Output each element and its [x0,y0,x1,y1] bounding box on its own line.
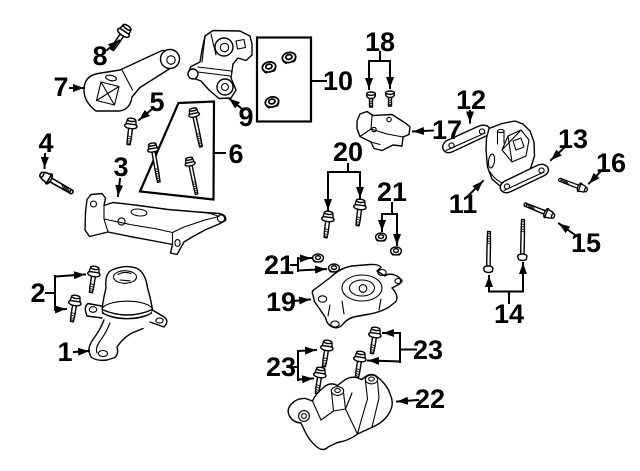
leader-15 [557,222,577,237]
callout-23b[interactable]: 23 [266,352,296,382]
part-13-lower-plate [499,163,550,194]
part-14-stud-2 [516,218,529,262]
leader-21b-bracket [290,257,299,272]
leader-23b-bracket [289,350,299,381]
part-23-bolt-3 [365,325,383,356]
callout-20[interactable]: 20 [333,137,363,167]
part-16-bolt [556,174,590,196]
callout-14[interactable]: 14 [494,299,524,329]
leader-9 [227,97,243,110]
callout-11[interactable]: 11 [449,189,478,219]
leader-14-bracket [488,290,524,304]
callout-9[interactable]: 9 [238,102,253,132]
part-23-bolt-4 [350,349,368,380]
part-20-bolt-pair [318,197,368,240]
part-21-nut-3 [311,253,325,264]
leader-23a-bracket [399,332,417,363]
callout-4[interactable]: 4 [38,128,53,158]
leader-23b-arrow-b [296,375,315,384]
callout-1[interactable]: 1 [57,337,72,367]
callout-23a[interactable]: 23 [413,335,443,365]
leader-21a-bracket [381,202,398,215]
leader-2-bracket [45,275,56,311]
part-3-support-bracket [84,192,227,256]
callout-13[interactable]: 13 [558,124,588,154]
part-18-screw-2 [384,90,396,107]
part-23-bolt-1 [317,338,335,369]
leader-3 [115,177,124,198]
leader-23b-arrow-a [296,346,318,355]
leader-16 [587,168,604,185]
leader-19 [292,296,312,305]
callout-17[interactable]: 17 [432,115,462,145]
leader-4 [40,152,49,170]
callout-21b[interactable]: 21 [264,250,294,280]
part-8-bolt [105,21,135,55]
leader-11 [466,179,485,198]
part-14-stud-1 [482,230,495,274]
part-4-bolt [36,168,77,199]
callout-6[interactable]: 6 [228,139,243,169]
part-6-bolt-set [138,100,216,201]
leader-21b-arrow-b [296,265,328,274]
callout-3[interactable]: 3 [113,152,128,182]
part-5-flange-bolt [121,116,139,147]
part-9-bracket [187,29,253,100]
leader-1 [72,347,91,356]
part-7-torque-strut [83,48,181,112]
part-14-stud-pair [482,218,529,274]
leader-2-arrow-a [53,271,87,280]
leader-22 [395,396,420,405]
part-18-screw-1 [365,91,377,108]
leader-17 [411,126,435,135]
part-10-box [255,36,313,123]
part-20-bolt-1 [318,209,336,240]
callout-19[interactable]: 19 [266,287,296,317]
callout-21a[interactable]: 21 [377,177,407,207]
leader-8 [105,39,121,52]
part-21-nut-4 [327,263,341,274]
part-2-bolt-1 [84,264,102,295]
callout-10[interactable]: 10 [323,66,353,96]
leader-23a-arrow-b [366,356,402,365]
leader-20-bracket [327,163,361,173]
callout-7[interactable]: 7 [53,72,68,102]
callout-16[interactable]: 16 [596,148,626,178]
part-18-screw-pair [365,90,396,108]
leader-21b-arrow-a [296,254,313,263]
callout-2[interactable]: 2 [30,278,45,308]
part-21-nut-1 [374,232,388,243]
part-10-nut-set [255,36,313,123]
callout-15[interactable]: 15 [571,228,601,258]
leader-5 [137,108,153,122]
part-1-engine-mount [84,265,168,362]
leader-18-bracket [368,51,391,62]
part-21-nut-2 [389,246,403,257]
part-19-mount-assembly [311,263,403,329]
part-15-bolt [521,199,557,222]
part-17-shield-bracket [356,110,411,152]
part-22-lower-bracket [287,373,393,451]
callout-8[interactable]: 8 [92,41,107,71]
leader-2-arrow-b [53,305,68,314]
part-20-bolt-2 [350,197,368,228]
callout-5[interactable]: 5 [149,87,164,117]
part-12-upper-plate [441,124,491,154]
callout-12[interactable]: 12 [456,85,486,115]
callout-18[interactable]: 18 [365,27,395,57]
part-2-bolt-2 [65,293,83,324]
callout-22[interactable]: 22 [415,384,445,414]
leader-13 [549,145,567,162]
